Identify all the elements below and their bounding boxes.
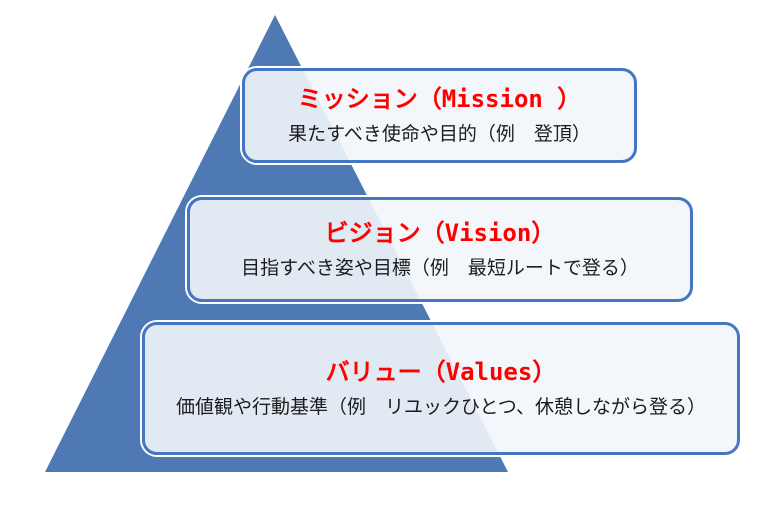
mission-subtitle: 果たすべき使命や目的（例 登頂）: [288, 123, 591, 145]
vision-subtitle: 目指すべき姿や目標（例 最短ルートで登る）: [241, 257, 639, 279]
level-box-vision: ビジョン（Vision） 目指すべき姿や目標（例 最短ルートで登る）: [187, 197, 693, 302]
level-box-values: バリュー（Values） 価値観や行動基準（例 リユックひとつ、休憩しながら登る…: [142, 322, 740, 455]
mission-title: ミッション（Mission ）: [297, 85, 582, 114]
level-box-mission: ミッション（Mission ） 果たすべき使命や目的（例 登頂）: [242, 68, 637, 163]
vision-title: ビジョン（Vision）: [324, 219, 556, 248]
values-subtitle: 価値観や行動基準（例 リユックひとつ、休憩しながら登る）: [176, 396, 706, 418]
values-title: バリュー（Values）: [325, 358, 557, 387]
